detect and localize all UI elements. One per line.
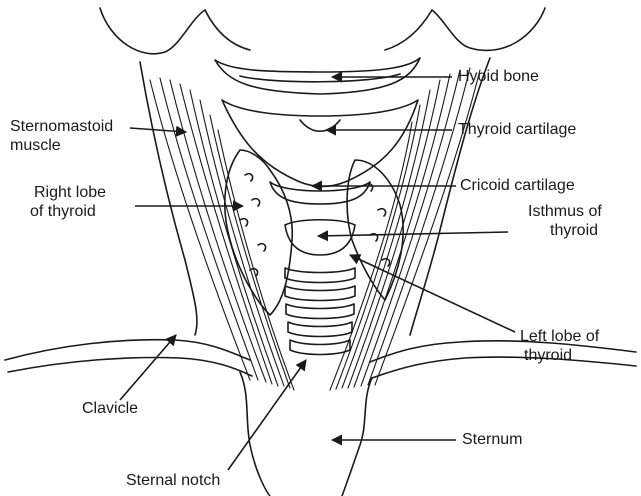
neck-left-outline <box>140 62 197 335</box>
label-isthmus-line1: Isthmus of <box>528 203 602 221</box>
clavicle-left <box>5 340 250 360</box>
arrow-sternomastoid <box>130 128 186 132</box>
sternum-outline <box>240 372 270 496</box>
label-right-lobe-line1: Right lobe <box>34 184 106 202</box>
chin-right <box>385 10 432 50</box>
label-hyoid-bone: Hyoid bone <box>458 68 539 86</box>
label-left-lobe-line1: Left lobe of <box>520 328 599 346</box>
hyoid-inner <box>240 74 400 82</box>
thyroid-isthmus <box>285 220 355 255</box>
thyroid-cartilage-shape <box>222 100 418 187</box>
thyroid-right-lobe <box>225 150 292 315</box>
chin-left <box>205 10 250 50</box>
jaw-outline-right <box>432 8 545 50</box>
label-sternal-notch: Sternal notch <box>126 472 220 490</box>
label-isthmus-line2: thyroid <box>550 222 598 240</box>
arrow-clavicle <box>120 335 176 400</box>
label-left-lobe-line2: thyroid <box>524 347 572 365</box>
label-right-lobe-line2: of thyroid <box>30 203 96 221</box>
arrow-sternal-notch <box>228 360 306 470</box>
label-thyroid-cartilage: Thyroid cartilage <box>458 121 576 139</box>
arrow-left-lobe <box>350 255 515 332</box>
clavicle-left-lower <box>8 358 252 376</box>
jaw-outline <box>100 8 205 54</box>
sternomastoid-left <box>150 78 294 390</box>
label-sternomastoid-line1: Sternomastoid <box>10 118 113 136</box>
label-cricoid-cartilage: Cricoid cartilage <box>460 177 575 195</box>
label-sternomastoid-line2: muscle <box>10 137 61 155</box>
label-sternum: Sternum <box>462 431 522 449</box>
neck-right-outline <box>410 58 490 335</box>
sternum-outline-right <box>342 378 372 496</box>
clavicle-right-lower <box>372 357 636 378</box>
label-clavicle: Clavicle <box>82 400 138 418</box>
trachea <box>285 268 355 355</box>
